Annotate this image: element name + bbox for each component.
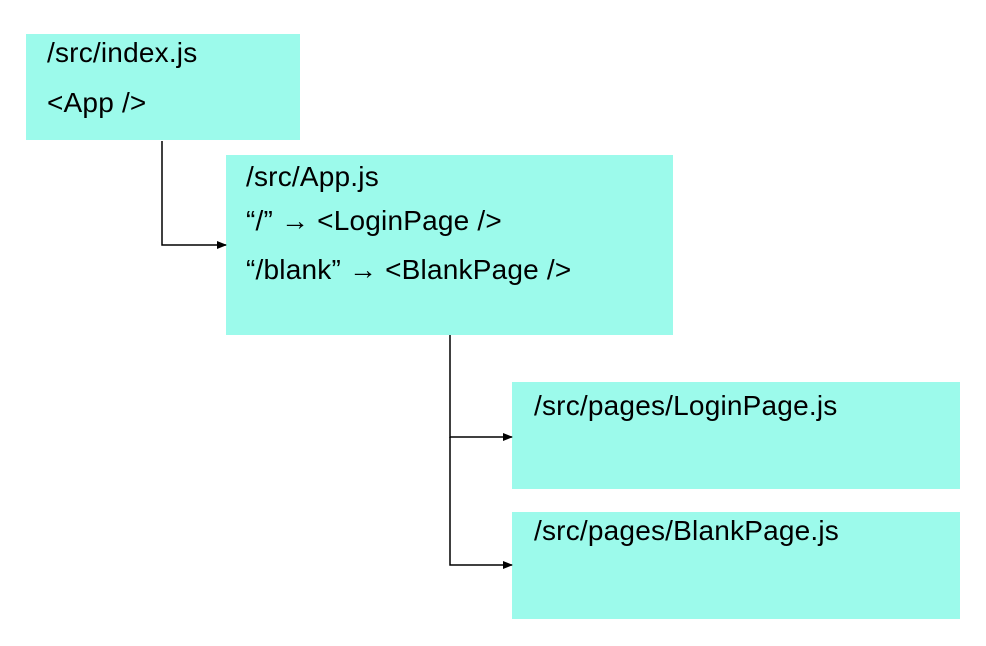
index-js-filename: /src/index.js — [47, 37, 198, 68]
app-js-box: /src/App.js “/” → <LoginPage /> “/blank”… — [226, 155, 673, 335]
app-js-filename: /src/App.js — [246, 161, 379, 192]
edge-index-to-app — [161, 141, 227, 249]
edge-app-to-blank-page — [449, 437, 513, 569]
login-page-js-box: /src/pages/LoginPage.js — [512, 382, 960, 489]
blank-page-js-box: /src/pages/BlankPage.js — [512, 512, 960, 619]
index-js-render-app: <App /> — [47, 87, 147, 118]
app-js-route-root: “/” → <LoginPage /> — [246, 205, 502, 236]
login-page-js-filename: /src/pages/LoginPage.js — [534, 390, 838, 421]
blank-page-js-filename: /src/pages/BlankPage.js — [534, 515, 839, 546]
index-js-box: /src/index.js <App /> — [26, 34, 300, 140]
app-js-route-blank: “/blank” → <BlankPage /> — [246, 254, 572, 285]
edge-app-to-login-page — [449, 335, 513, 441]
